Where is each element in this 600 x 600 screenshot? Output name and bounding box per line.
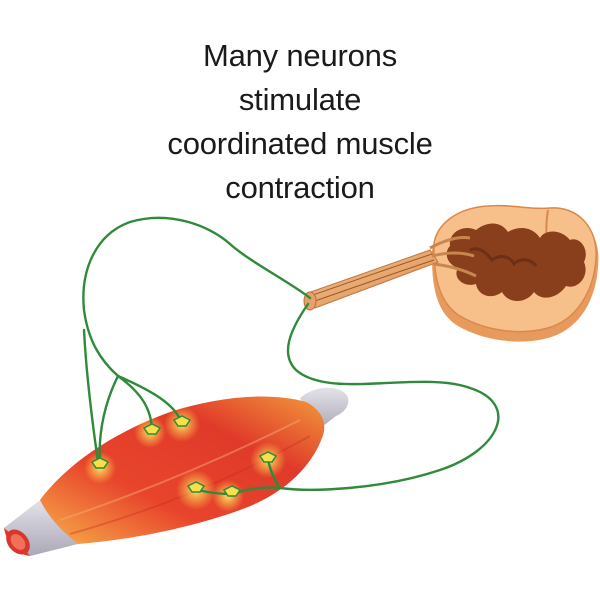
end-plate-4	[186, 481, 206, 493]
end-plate-2	[142, 423, 162, 435]
nerve-fiber-1	[82, 216, 312, 378]
caption-line-4: contraction	[225, 170, 375, 205]
end-plate-5	[222, 485, 242, 497]
end-plate-3	[172, 415, 192, 427]
nerve-fiber-6	[278, 302, 500, 491]
caption-line-3: coordinated muscle	[167, 126, 433, 161]
nerve-fiber-4	[82, 328, 100, 464]
end-plate-6	[258, 451, 278, 463]
spinal-cord-icon	[431, 204, 599, 342]
skeletal-muscle-icon	[4, 387, 349, 556]
nerve-fiber-2	[98, 374, 120, 464]
caption-line-1: Many neurons	[202, 38, 398, 73]
caption-line-2: stimulate	[238, 82, 362, 117]
end-plate-1	[90, 457, 110, 469]
caption: Many neurons stimulate coordinated muscl…	[110, 34, 490, 210]
motor-end-plate-icon	[90, 415, 278, 497]
